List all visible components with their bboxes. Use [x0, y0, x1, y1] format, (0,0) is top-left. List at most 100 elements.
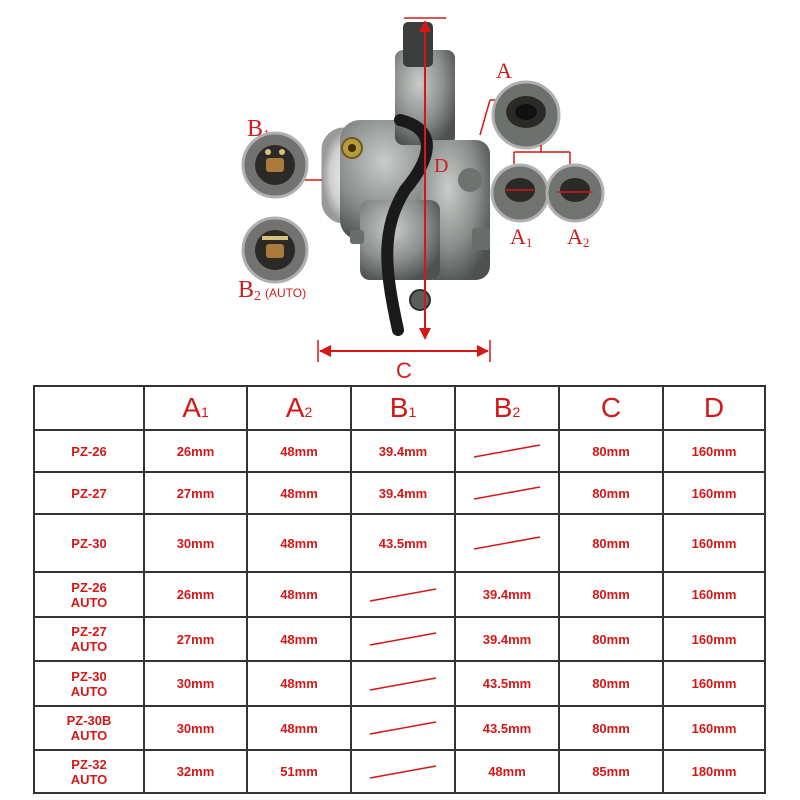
cell-a2: 48mm: [246, 705, 352, 751]
cell-c: 80mm: [558, 513, 664, 573]
model-name: PZ-30: [71, 535, 107, 551]
cell-a1: 26mm: [143, 429, 248, 473]
model-variant: AUTO: [70, 728, 108, 743]
cell-b2: 43.5mm: [454, 660, 560, 707]
cell-b2: [454, 429, 560, 473]
cell-a1: 32mm: [143, 749, 248, 794]
cell-c: 80mm: [558, 705, 664, 751]
cell-d: 160mm: [662, 660, 766, 707]
svg-text:A1: A1: [510, 224, 532, 250]
cell-a1: 26mm: [143, 571, 248, 618]
cell-b2: [454, 471, 560, 515]
cell-a1: 30mm: [143, 705, 248, 751]
not-applicable-slash: [369, 721, 437, 735]
label-a2-sub: 2: [583, 235, 590, 250]
cell-a2: 48mm: [246, 660, 352, 707]
cell-a1: 27mm: [143, 471, 248, 515]
label-a1-sub: 1: [526, 235, 533, 250]
model-name: PZ-27: [71, 485, 107, 501]
header-a2: A2: [246, 385, 352, 431]
cell-a2: 48mm: [246, 616, 352, 662]
model-name: PZ-30B: [66, 713, 112, 728]
inset-b2: B2(AUTO): [238, 216, 309, 304]
carburetor-diagram: D C B 1 B2(AUTO) A: [238, 17, 605, 383]
model-name: PZ-26: [71, 443, 107, 459]
not-applicable-slash: [473, 536, 541, 550]
cell-d: 160mm: [662, 705, 766, 751]
table-header: A1 A2 B1 B2 C D: [33, 385, 766, 431]
cell-b1: 43.5mm: [350, 513, 456, 573]
model-cell: PZ-27: [33, 471, 145, 515]
cell-b1: 39.4mm: [350, 471, 456, 515]
cell-a2: 48mm: [246, 571, 352, 618]
cell-a1: 30mm: [143, 513, 248, 573]
cell-d: 160mm: [662, 471, 766, 515]
inset-a2: A2: [545, 163, 605, 250]
cell-a2: 51mm: [246, 749, 352, 794]
cell-a2: 48mm: [246, 471, 352, 515]
not-applicable-slash: [369, 764, 437, 779]
cell-b1: [350, 616, 456, 662]
model-variant: AUTO: [70, 594, 108, 610]
cell-c: 85mm: [558, 749, 664, 794]
header-a1: A1: [143, 385, 248, 431]
cell-c: 80mm: [558, 571, 664, 618]
cell-d: 160mm: [662, 616, 766, 662]
label-b1-main: B: [247, 116, 263, 142]
cell-a2: 48mm: [246, 513, 352, 573]
cell-d: 160mm: [662, 513, 766, 573]
model-name: PZ-32: [71, 756, 107, 772]
cell-c: 80mm: [558, 471, 664, 515]
model-cell: PZ-26: [33, 429, 145, 473]
cell-b1: [350, 660, 456, 707]
label-a2-main: A: [567, 224, 583, 249]
not-applicable-slash: [369, 632, 437, 646]
inset-a: A: [479, 58, 571, 164]
inset-a1: A1: [490, 163, 550, 250]
model-name: PZ-30: [71, 668, 107, 684]
cell-b1: 39.4mm: [350, 429, 456, 473]
cell-b2: 39.4mm: [454, 616, 560, 662]
cell-b2: 48mm: [454, 749, 560, 794]
cell-c: 80mm: [558, 616, 664, 662]
header-b2: B2: [454, 385, 560, 431]
label-b2-sub: 2: [254, 289, 261, 304]
cell-a2: 48mm: [246, 429, 352, 473]
not-applicable-slash: [369, 676, 437, 691]
cell-d: 160mm: [662, 429, 766, 473]
label-c: C: [396, 358, 412, 383]
cell-b2: 43.5mm: [454, 705, 560, 751]
cell-a1: 27mm: [143, 616, 248, 662]
label-a1-main: A: [510, 224, 526, 249]
dimension-d: D: [404, 17, 448, 340]
label-d: D: [434, 155, 448, 177]
header-d: D: [662, 385, 766, 431]
svg-text:A2: A2: [567, 224, 589, 250]
model-name: PZ-27: [71, 624, 107, 639]
carburetor-photo: [321, 22, 490, 336]
cell-b1: [350, 705, 456, 751]
header-b1: B1: [350, 385, 456, 431]
cell-d: 160mm: [662, 571, 766, 618]
label-a: A: [496, 58, 512, 83]
cell-c: 80mm: [558, 429, 664, 473]
cell-c: 80mm: [558, 660, 664, 707]
cell-b1: [350, 749, 456, 794]
not-applicable-slash: [369, 587, 437, 602]
svg-text:B2(AUTO): B2(AUTO): [238, 277, 306, 304]
dimension-c: C: [317, 340, 491, 383]
